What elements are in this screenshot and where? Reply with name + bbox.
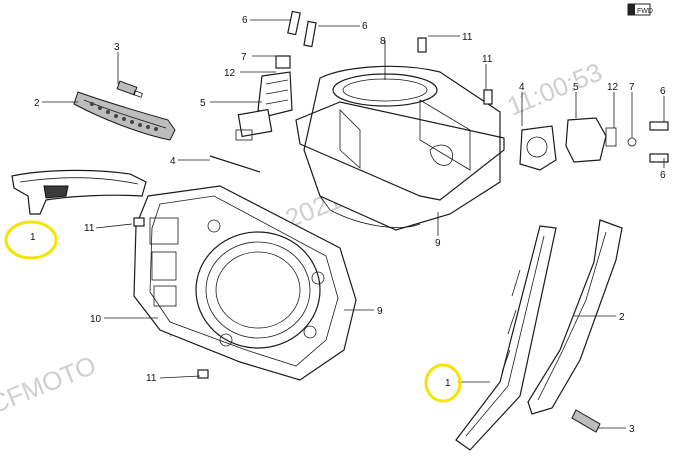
callout-6-d: 6	[660, 170, 666, 181]
callout-9-mid: 9	[435, 238, 441, 249]
callout-6-c: 6	[660, 86, 666, 97]
watermark-brand: CFMOTO	[0, 350, 100, 420]
cylinder-block-upper	[295, 37, 505, 231]
fwd-label: FWD	[637, 8, 653, 15]
fwd-direction-icon: FWD	[627, 3, 653, 16]
callout-4-right: 4	[519, 82, 525, 93]
callout-6-b: 6	[362, 21, 368, 32]
callout-2-right: 2	[619, 312, 625, 323]
cylinder-head-main	[133, 185, 357, 381]
callout-1-left: 1	[30, 232, 36, 243]
callout-5-right: 5	[573, 82, 579, 93]
callout-11-left: 11	[84, 223, 95, 234]
chain-guide-right-1	[455, 225, 557, 451]
right-tensioner	[519, 117, 669, 171]
chain-guide-left	[11, 169, 147, 215]
callout-9-right: 9	[377, 306, 383, 317]
callout-5-left: 5	[200, 98, 206, 109]
callout-1-right: 1	[445, 378, 451, 389]
leader-lines	[42, 19, 665, 429]
callout-7-left: 7	[241, 52, 247, 63]
highlight-callout-1-right	[424, 363, 462, 403]
highlight-circles	[4, 220, 462, 403]
callout-6-a: 6	[242, 15, 248, 26]
callout-12-left: 12	[224, 68, 236, 79]
callout-labels: 6 6 8 7 12 5 4 2 3 11 11 4 5 12 7 6 6 9 …	[30, 15, 666, 435]
tensioner-guide-top	[73, 80, 176, 141]
callout-3-top: 3	[114, 42, 120, 53]
callout-7-right: 7	[629, 82, 635, 93]
callout-3-bottom: 3	[629, 424, 635, 435]
callout-12-right: 12	[607, 82, 619, 93]
callout-4-left: 4	[170, 156, 176, 167]
callout-8: 8	[380, 36, 386, 47]
highlight-callout-1-left	[4, 220, 58, 260]
chain-guide-right-2	[527, 219, 623, 433]
callout-11-top: 11	[462, 32, 473, 43]
gasket-4-left	[209, 155, 261, 173]
tensioner-assembly	[235, 10, 317, 141]
callout-2-top: 2	[34, 98, 40, 109]
callout-10: 10	[90, 314, 102, 325]
callout-11-bottom: 11	[146, 373, 157, 384]
callout-11-mid: 11	[482, 54, 493, 65]
